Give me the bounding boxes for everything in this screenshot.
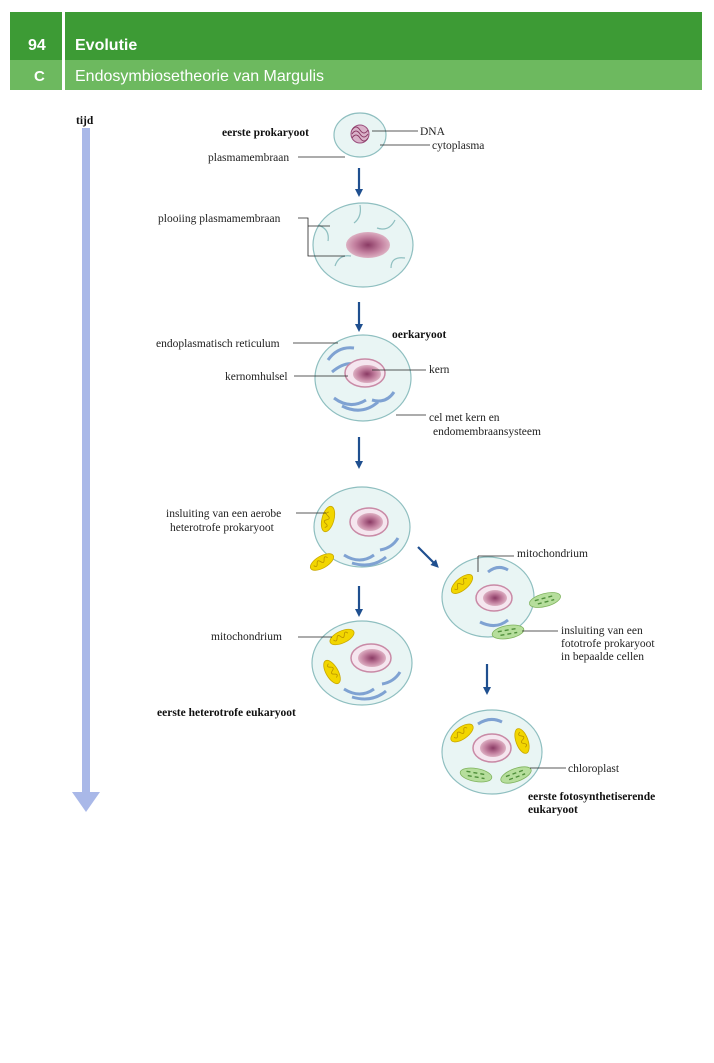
time-label: tijd (76, 115, 94, 127)
mitochondrium-left-label: mitochondrium (211, 631, 282, 643)
aerobe-inclusion-label-2: heterotrofe prokaryoot (170, 522, 275, 534)
first-photosynthetic-label-2: eukaryoot (528, 804, 578, 816)
time-arrow (72, 128, 100, 812)
cell-with-nucleus-label-1: cel met kern en (429, 412, 500, 424)
mitochondrium-right-label: mitochondrium (517, 548, 588, 560)
section-title: Endosymbiosetheorie van Margulis (75, 68, 325, 85)
proto-eukaryote-cell (314, 334, 412, 422)
mito-plus-phototroph-cell (441, 556, 563, 642)
header-divider (62, 12, 65, 90)
aerobe-inclusion-cell (307, 486, 411, 575)
plasma-membrane-label: plasmamembraan (208, 152, 289, 164)
nucleus-label: kern (429, 364, 450, 376)
aerobe-inclusion-label-1: insluiting van een aerobe (166, 508, 281, 520)
membrane-folding-label: plooiing plasmamembraan (158, 213, 281, 225)
first-prokaryote-cell (333, 112, 387, 158)
cytoplasm-label: cytoplasma (432, 140, 484, 152)
chapter-title: Evolutie (75, 37, 138, 54)
nuclear-envelope-label: kernomhulsel (225, 371, 288, 383)
chloroplast-label: chloroplast (568, 763, 620, 775)
page-number: 94 (28, 37, 46, 54)
dna-label: DNA (420, 126, 446, 138)
first-heterotroph-label: eerste heterotrofe eukaryoot (157, 707, 296, 719)
first-heterotroph-cell (311, 620, 413, 706)
section-letter: C (34, 68, 45, 85)
phototroph-inclusion-label-2: fototrofe prokaryoot (561, 638, 655, 650)
proto-eukaryote-label: oerkaryoot (392, 329, 446, 341)
first-photosynthetic-label-1: eerste fotosynthetiserende (528, 791, 655, 803)
first-photosynthetic-cell (441, 709, 543, 795)
phototroph-inclusion-label-1: insluiting van een (561, 625, 643, 637)
section-header-bar (10, 60, 702, 90)
folding-membrane-cell (312, 202, 414, 288)
dna-coil (350, 124, 370, 144)
er-label: endoplasmatisch reticulum (156, 338, 280, 350)
chapter-header-bar (10, 12, 702, 60)
cell-with-nucleus-label-2: endomembraansysteem (433, 426, 541, 438)
branch-arrow (417, 546, 439, 568)
phototroph-inclusion-label-3: in bepaalde cellen (561, 651, 644, 663)
first-prokaryote-label: eerste prokaryoot (222, 127, 309, 139)
